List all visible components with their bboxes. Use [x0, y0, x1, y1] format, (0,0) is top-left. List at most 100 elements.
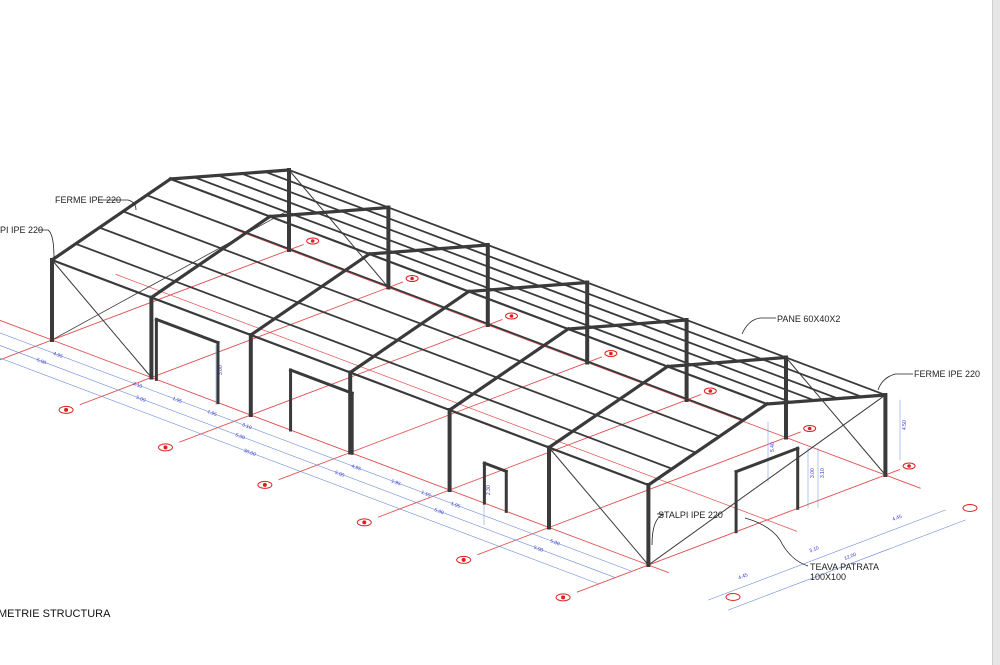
bracing	[51, 259, 153, 379]
dimension-text: 1.95	[171, 396, 182, 405]
dimension-text: 3.10	[820, 468, 826, 478]
bracing	[785, 356, 887, 476]
rafter	[466, 280, 589, 294]
axis-bubble-dot	[708, 389, 713, 393]
dimension-text: 5.00	[234, 432, 245, 441]
scrollbar[interactable]	[992, 0, 1000, 665]
rafter	[546, 364, 670, 450]
purlin	[264, 170, 863, 398]
purlin	[74, 242, 674, 470]
grid-line	[576, 469, 901, 593]
rafter	[168, 168, 291, 181]
rafter	[367, 243, 490, 256]
label-stalpi-left: PI IPE 220	[0, 225, 43, 235]
label-stalpi-right: STALPI IPE 220	[658, 510, 723, 520]
axis-bubble-dot	[410, 276, 414, 281]
leader-line	[38, 229, 55, 259]
door-frame	[482, 461, 509, 474]
axis-bubble-dot	[310, 239, 315, 243]
axis-bubble-dot	[907, 464, 911, 468]
rafter	[646, 401, 770, 488]
dimension-text: 4.45	[892, 514, 903, 523]
axis-bubble	[803, 425, 817, 432]
dimension-text: 1.95	[450, 501, 461, 510]
axis-bubble	[703, 387, 717, 395]
rafter	[248, 251, 372, 338]
dimension-text: 2.30	[486, 485, 492, 495]
purlin	[216, 174, 816, 402]
axis-bubble	[725, 593, 741, 601]
axis-bubble	[257, 480, 273, 489]
door-frame	[288, 368, 355, 396]
leader-line	[741, 317, 776, 335]
dimension-text: 5.00	[135, 395, 146, 404]
door-frame	[154, 317, 220, 345]
grid-line	[278, 356, 603, 481]
grid-line	[115, 273, 798, 532]
axis-grid	[0, 228, 978, 602]
dimension-text: 3.10	[809, 545, 820, 554]
axis-bubble	[356, 518, 372, 527]
dimension-text: 1.95	[206, 409, 217, 418]
dimension-text: 5.00	[533, 545, 544, 554]
label-teava-2: 100X100	[810, 572, 846, 582]
grid-line	[377, 394, 702, 518]
rafter	[347, 289, 471, 375]
purlin	[121, 210, 721, 438]
dimension-text: 3.00	[218, 365, 224, 375]
dimension-text: 4.45	[738, 572, 749, 581]
grid-line	[79, 281, 404, 406]
rafter	[49, 176, 173, 263]
rafter	[765, 393, 888, 406]
dimension-text: 5.00	[36, 357, 47, 366]
dimension-text: 4.50	[902, 420, 908, 430]
axis-bubble-dot	[509, 314, 514, 318]
dimension-text: 12.00	[843, 552, 857, 562]
purlin	[98, 226, 697, 454]
bracing	[288, 169, 390, 289]
rafter	[447, 326, 571, 413]
axis-bubble	[306, 237, 320, 245]
axis-bubble-dot	[609, 351, 613, 356]
bracing	[647, 394, 887, 566]
dimension-text: 1.10	[420, 490, 431, 499]
label-ferme-left: FERME IPE 220	[55, 195, 121, 205]
axis-bubble	[405, 275, 419, 282]
dimension-text: 4.95	[52, 351, 63, 360]
leader-line	[98, 199, 137, 211]
door-frame	[734, 446, 800, 474]
purlin	[145, 194, 745, 422]
dimension-line	[0, 332, 633, 572]
annotations: FERME IPE 220 PI IPE 220 PANE 60X40X2 FE…	[0, 195, 980, 620]
grid-line	[233, 228, 921, 489]
axis-bubble-dot	[561, 595, 566, 600]
axis-bubble	[962, 504, 978, 512]
dimension-text: 5.00	[334, 470, 345, 479]
rafter	[566, 318, 689, 331]
axis-bubble	[157, 443, 173, 452]
dimension-lines: 4.953.101.951.953.104.951.951.101.955.00…	[0, 332, 966, 611]
leader-line	[744, 517, 809, 567]
dimension-text: 30.00	[243, 448, 257, 458]
dimension-line	[728, 519, 966, 611]
bracing	[548, 446, 650, 566]
rafter	[149, 214, 273, 300]
dimension-text: 3.00	[810, 468, 816, 478]
steel-frame	[49, 168, 888, 567]
axis-bubble	[456, 555, 472, 564]
label-ferme-right: FERME IPE 220	[914, 369, 980, 379]
dimension-line	[708, 509, 946, 601]
grid-line	[179, 319, 503, 443]
axis-bubble-dot	[262, 482, 267, 487]
drawing-title: METRIE STRUCTURA	[0, 608, 111, 620]
dimension-line	[0, 357, 600, 585]
rafter	[665, 355, 788, 369]
label-teava-1: TEAVA PATRATA	[810, 562, 879, 572]
dimension-text: 4.95	[350, 463, 361, 472]
dimension-text: 5.00	[433, 507, 444, 516]
rafter	[268, 205, 391, 219]
bracing	[51, 209, 290, 341]
purlin	[193, 176, 792, 404]
dimension-text: 5.40	[770, 442, 776, 452]
